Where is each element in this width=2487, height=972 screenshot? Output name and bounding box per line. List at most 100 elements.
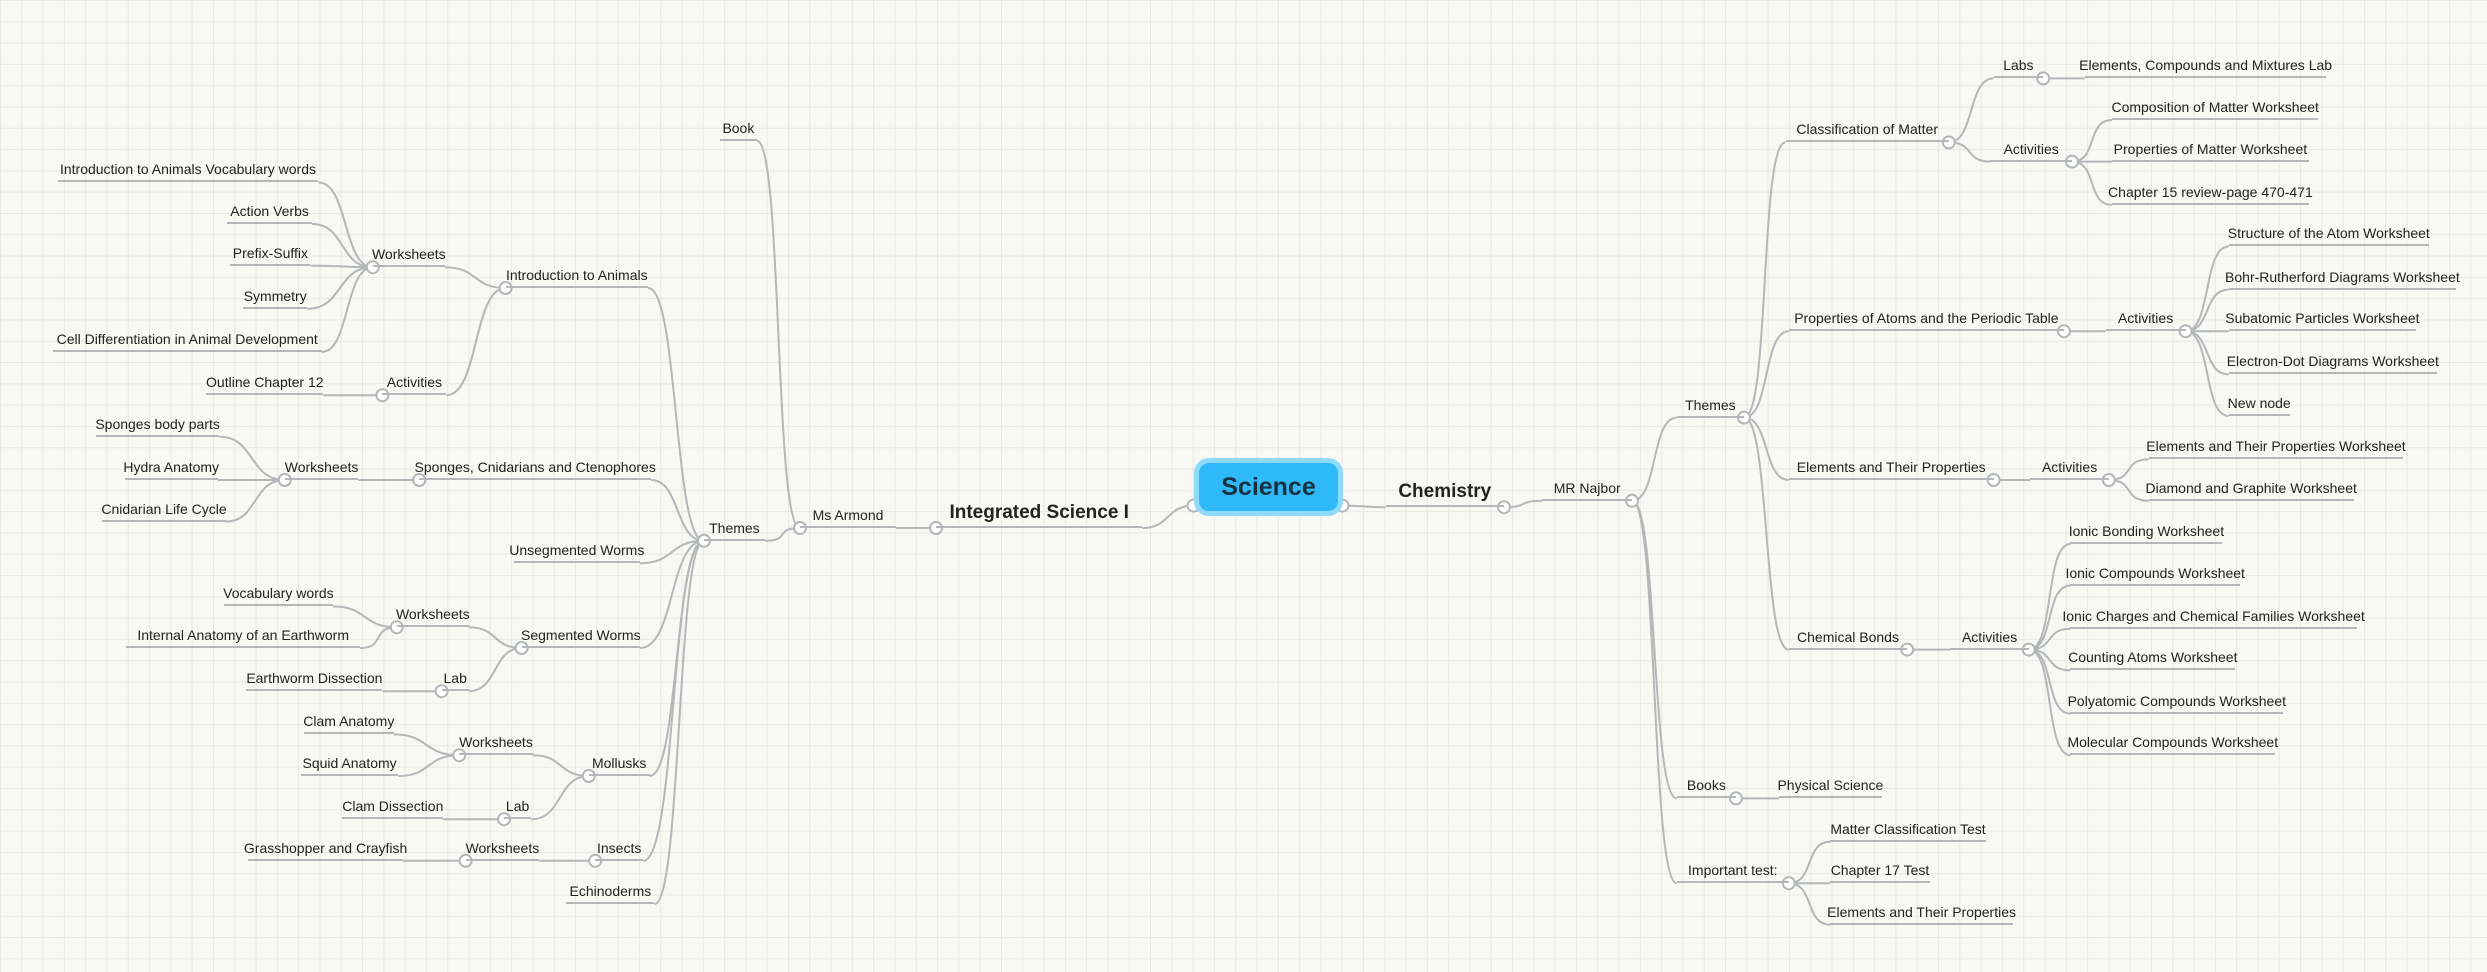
mindmap-node-introduction-to-animals-vocabulary-words[interactable]: Introduction to Animals Vocabulary words — [57, 157, 319, 183]
branch-handle[interactable] — [2021, 642, 2036, 657]
branch-handle[interactable] — [1941, 135, 1956, 150]
mindmap-node-chapter-17-test[interactable]: Chapter 17 Test — [1830, 858, 1930, 884]
mindmap-node-activities[interactable]: Activities — [382, 370, 447, 396]
mindmap-node-activities[interactable]: Activities — [2030, 455, 2109, 480]
mindmap-node-elements-and-their-properties-worksheet[interactable]: Elements and Their Properties Worksheet — [2146, 434, 2406, 460]
branch-handle[interactable] — [697, 533, 711, 548]
mindmap-node-bohr-rutherford-diagrams-worksheet[interactable]: Bohr-Rutherford Diagrams Worksheet — [2225, 265, 2460, 290]
mindmap-node-clam-anatomy[interactable]: Clam Anatomy — [303, 709, 394, 735]
branch-handle[interactable] — [497, 812, 511, 827]
branch-handle[interactable] — [1497, 500, 1511, 515]
branch-handle[interactable] — [2065, 154, 2079, 169]
mindmap-node-ms-armond[interactable]: Ms Armond — [800, 503, 896, 528]
mindmap-node-physical-science[interactable]: Physical Science — [1777, 773, 1883, 799]
mindmap-node-new-node[interactable]: New node — [2228, 391, 2291, 416]
mindmap-node-important-test[interactable]: Important test: — [1676, 858, 1789, 884]
branch-handle[interactable] — [498, 281, 513, 295]
branch-handle[interactable] — [434, 684, 449, 699]
branch-handle[interactable] — [277, 473, 292, 487]
mindmap-node-worksheets[interactable]: Worksheets — [372, 242, 446, 268]
mindmap-node-polyatomic-compounds-worksheet[interactable]: Polyatomic Compounds Worksheet — [2068, 689, 2286, 714]
mindmap-node-themes[interactable]: Themes — [704, 516, 765, 541]
branch-handle[interactable] — [929, 521, 943, 535]
mindmap-node-activities[interactable]: Activities — [1990, 137, 2072, 162]
mindmap-node-lab[interactable]: Lab — [504, 794, 532, 820]
mindmap-node-hydra-anatomy[interactable]: Hydra Anatomy — [123, 455, 219, 480]
branch-handle[interactable] — [458, 853, 473, 868]
mindmap-node-counting-atoms-worksheet[interactable]: Counting Atoms Worksheet — [2068, 645, 2237, 671]
mindmap-node-worksheets[interactable]: Worksheets — [285, 455, 358, 480]
mindmap-node-unsegmented-worms[interactable]: Unsegmented Worms — [509, 538, 644, 564]
branch-handle[interactable] — [2036, 71, 2051, 86]
mindmap-node-prefix-suffix[interactable]: Prefix-Suffix — [230, 241, 311, 266]
mindmap-node-activities[interactable]: Activities — [1950, 625, 2029, 650]
mindmap-node-clam-dissection[interactable]: Clam Dissection — [342, 794, 443, 820]
mindmap-node-cnidarian-life-cycle[interactable]: Cnidarian Life Cycle — [101, 497, 227, 522]
branch-handle[interactable] — [389, 620, 404, 635]
mindmap-node-ionic-compounds-worksheet[interactable]: Ionic Compounds Worksheet — [2065, 561, 2245, 586]
mindmap-node-mollusks[interactable]: Mollusks — [588, 751, 650, 776]
branch-handle[interactable] — [1900, 642, 1915, 657]
mindmap-node-diamond-and-graphite-worksheet[interactable]: Diamond and Graphite Worksheet — [2145, 476, 2357, 501]
branch-handle[interactable] — [412, 473, 427, 487]
mindmap-node-worksheets[interactable]: Worksheets — [459, 730, 533, 756]
mindmap-node-sponges-body-parts[interactable]: Sponges body parts — [95, 412, 220, 437]
mindmap-node-molecular-compounds-worksheet[interactable]: Molecular Compounds Worksheet — [2067, 730, 2278, 756]
mindmap-node-labs[interactable]: Labs — [1993, 53, 2044, 79]
mindmap-node-activities[interactable]: Activities — [2105, 306, 2186, 332]
mindmap-node-cell-differentiation-in-animal-development[interactable]: Cell Differentiation in Animal Developme… — [52, 327, 322, 352]
mindmap-node-symmetry[interactable]: Symmetry — [243, 284, 308, 309]
mindmap-node-structure-of-the-atom-worksheet[interactable]: Structure of the Atom Worksheet — [2228, 221, 2430, 247]
mindmap-node-squid-anatomy[interactable]: Squid Anatomy — [300, 751, 399, 776]
branch-handle[interactable] — [452, 748, 467, 763]
mindmap-node-introduction-to-animals[interactable]: Introduction to Animals — [505, 263, 648, 288]
branch-handle[interactable] — [2178, 324, 2193, 339]
mindmap-node-elements-compounds-and-mixtures-lab[interactable]: Elements, Compounds and Mixtures Lab — [2079, 53, 2332, 79]
mindmap-node-chapter-15-review-page-470-471[interactable]: Chapter 15 review-page 470-471 — [2108, 180, 2313, 205]
mindmap-node-worksheets[interactable]: Worksheets — [396, 602, 470, 628]
mindmap-node-books[interactable]: Books — [1676, 773, 1736, 799]
branch-handle[interactable] — [588, 853, 603, 868]
mindmap-node-integrated-science-i[interactable]: Integrated Science I — [936, 496, 1143, 528]
mindmap-node-elements-and-their-properties[interactable]: Elements and Their Properties — [1788, 455, 1994, 480]
mindmap-node-book[interactable]: Book — [720, 116, 757, 141]
mindmap-node-themes[interactable]: Themes — [1676, 393, 1744, 418]
branch-handle[interactable] — [365, 260, 380, 275]
mindmap-node-ionic-bonding-worksheet[interactable]: Ionic Bonding Worksheet — [2069, 519, 2224, 544]
branch-handle[interactable] — [1737, 410, 1751, 425]
central-node-science[interactable]: Science — [1194, 458, 1343, 516]
mindmap-node-classification-of-matter[interactable]: Classification of Matter — [1785, 117, 1949, 143]
mindmap-node-elements-and-their-properties[interactable]: Elements and Their Properties — [1827, 900, 2016, 925]
mindmap-node-electron-dot-diagrams-worksheet[interactable]: Electron-Dot Diagrams Worksheet — [2227, 349, 2439, 375]
mindmap-node-lab[interactable]: Lab — [441, 666, 469, 692]
branch-handle[interactable] — [1625, 493, 1639, 508]
branch-handle[interactable] — [1729, 791, 1743, 806]
branch-handle[interactable] — [2057, 324, 2071, 339]
mindmap-node-matter-classification-test[interactable]: Matter Classification Test — [1830, 817, 1986, 842]
mindmap-node-earthworm-dissection[interactable]: Earthworm Dissection — [246, 666, 382, 692]
mindmap-node-properties-of-atoms-and-the-periodic-table[interactable]: Properties of Atoms and the Periodic Tab… — [1788, 306, 2064, 332]
branch-handle[interactable] — [2101, 473, 2116, 487]
mindmap-node-insects[interactable]: Insects — [595, 836, 644, 861]
mindmap-node-properties-of-matter-worksheet[interactable]: Properties of Matter Worksheet — [2112, 137, 2309, 162]
mindmap-node-internal-anatomy-of-an-earthworm[interactable]: Internal Anatomy of an Earthworm — [126, 623, 360, 648]
branch-handle[interactable] — [1986, 473, 2001, 487]
mindmap-node-sponges-cnidarians-and-ctenophores[interactable]: Sponges, Cnidarians and Ctenophores — [415, 455, 656, 480]
mindmap-node-grasshopper-and-crayfish[interactable]: Grasshopper and Crayfish — [244, 836, 407, 861]
mindmap-node-segmented-worms[interactable]: Segmented Worms — [521, 623, 641, 648]
mindmap-node-chemical-bonds[interactable]: Chemical Bonds — [1788, 625, 1908, 650]
mindmap-node-echinoderms[interactable]: Echinoderms — [566, 879, 655, 904]
mindmap-node-subatomic-particles-worksheet[interactable]: Subatomic Particles Worksheet — [2225, 306, 2420, 332]
branch-handle[interactable] — [581, 769, 596, 783]
branch-handle[interactable] — [1781, 876, 1796, 891]
mindmap-node-vocabulary-words[interactable]: Vocabulary words — [223, 581, 334, 607]
branch-handle[interactable] — [793, 521, 807, 535]
mindmap-node-chemistry[interactable]: Chemistry — [1385, 475, 1504, 508]
mindmap-node-mr-najbor[interactable]: MR Najbor — [1542, 476, 1632, 501]
branch-handle[interactable] — [375, 388, 390, 403]
mindmap-node-action-verbs[interactable]: Action Verbs — [227, 199, 312, 224]
mindmap-node-ionic-charges-and-chemical-families-worksheet[interactable]: Ionic Charges and Chemical Families Work… — [2062, 604, 2365, 629]
mindmap-node-outline-chapter-12[interactable]: Outline Chapter 12 — [206, 370, 324, 396]
mindmap-node-worksheets[interactable]: Worksheets — [466, 836, 539, 861]
